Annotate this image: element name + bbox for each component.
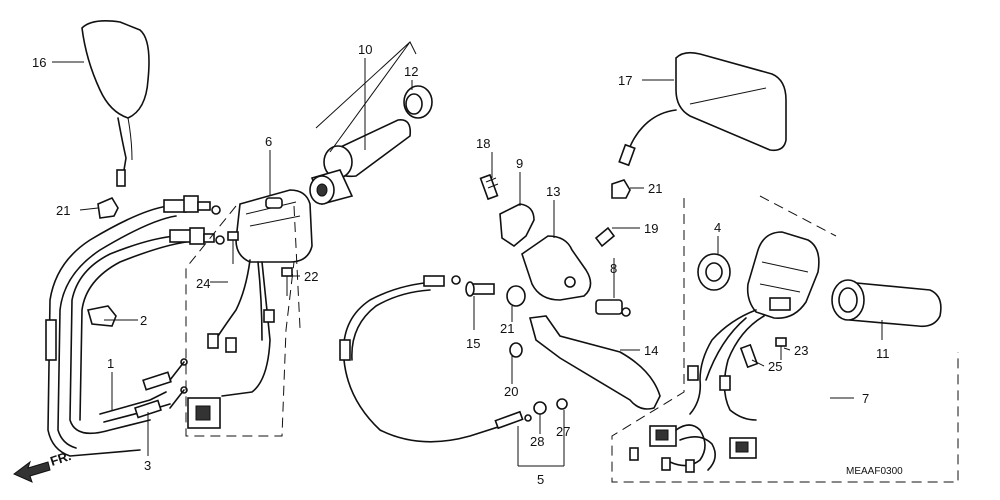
callout-19: 19 <box>644 221 658 236</box>
throttle-cables <box>45 205 188 457</box>
callout-26: 25 <box>768 359 782 374</box>
bolt-18 <box>479 173 499 201</box>
callout-6: 6 <box>265 134 272 149</box>
clutch-cable <box>339 275 568 443</box>
screw-24 <box>775 337 787 360</box>
lever-bracket-holder <box>499 203 535 247</box>
diagram-code: MEAAF0300 <box>846 466 903 477</box>
callout-9: 9 <box>516 156 523 171</box>
throttle-grip <box>309 119 412 205</box>
right-harness <box>629 309 765 473</box>
callout-20: 20 <box>504 384 518 399</box>
left-mirror <box>81 20 150 187</box>
callout-23: 22 <box>304 269 318 284</box>
left-mirror-cap <box>97 196 119 219</box>
cable-ends-top <box>163 195 225 245</box>
direction-label: FR. <box>48 448 73 469</box>
callout-10: 10 <box>358 42 372 57</box>
callout-17: 17 <box>618 73 632 88</box>
bracket-10 <box>315 41 417 153</box>
grommet-4 <box>697 253 731 291</box>
left-housing-group-outline <box>185 205 295 437</box>
callout-11: 11 <box>876 346 890 361</box>
screw-25 <box>227 231 239 264</box>
screw-23 <box>281 267 293 296</box>
callout-27: 27 <box>556 424 570 439</box>
bolt-19 <box>594 226 616 248</box>
right-mirror <box>618 51 787 167</box>
right-mirror-cap <box>611 179 631 199</box>
nut-20 <box>509 342 523 358</box>
left-switch-housing <box>187 189 313 429</box>
callout-18: 18 <box>476 136 490 151</box>
clutch-lever <box>528 315 661 410</box>
callout-22: 21 <box>500 321 514 336</box>
callout-8: 8 <box>610 261 617 276</box>
callout-1: 1 <box>107 356 114 371</box>
callout-15: 15 <box>466 336 480 351</box>
clutch-lever-bracket <box>521 235 592 301</box>
pivot-hole <box>564 276 576 288</box>
left-housing-dash-2 <box>293 205 301 329</box>
grip-end-cap <box>403 85 433 119</box>
right-switch-housing <box>746 231 820 319</box>
callout-12: 12 <box>404 64 418 79</box>
cable-clamp <box>86 305 117 327</box>
callout-14: 14 <box>644 343 658 358</box>
leader-lines <box>52 58 883 467</box>
callout-13: 13 <box>546 184 560 199</box>
callout-25: 24 <box>196 276 210 291</box>
callout-24: 23 <box>794 343 808 358</box>
bolt-15 <box>465 281 495 297</box>
nut-22 <box>506 285 526 307</box>
right-housing-group-outline <box>611 195 959 483</box>
front-direction-arrow: FR. <box>13 448 73 483</box>
callout-21-right: 21 <box>648 181 662 196</box>
right-grip <box>831 279 942 328</box>
screw-26 <box>739 343 759 369</box>
callout-7: 7 <box>862 391 869 406</box>
callout-3: 3 <box>144 458 151 473</box>
callout-16: 16 <box>32 55 46 70</box>
callout-28: 28 <box>530 434 544 449</box>
callout-2: 2 <box>140 313 147 328</box>
callout-5: 5 <box>537 472 544 487</box>
callout-21-left: 21 <box>56 203 70 218</box>
switch-8 <box>595 299 631 317</box>
callout-4: 4 <box>714 220 721 235</box>
